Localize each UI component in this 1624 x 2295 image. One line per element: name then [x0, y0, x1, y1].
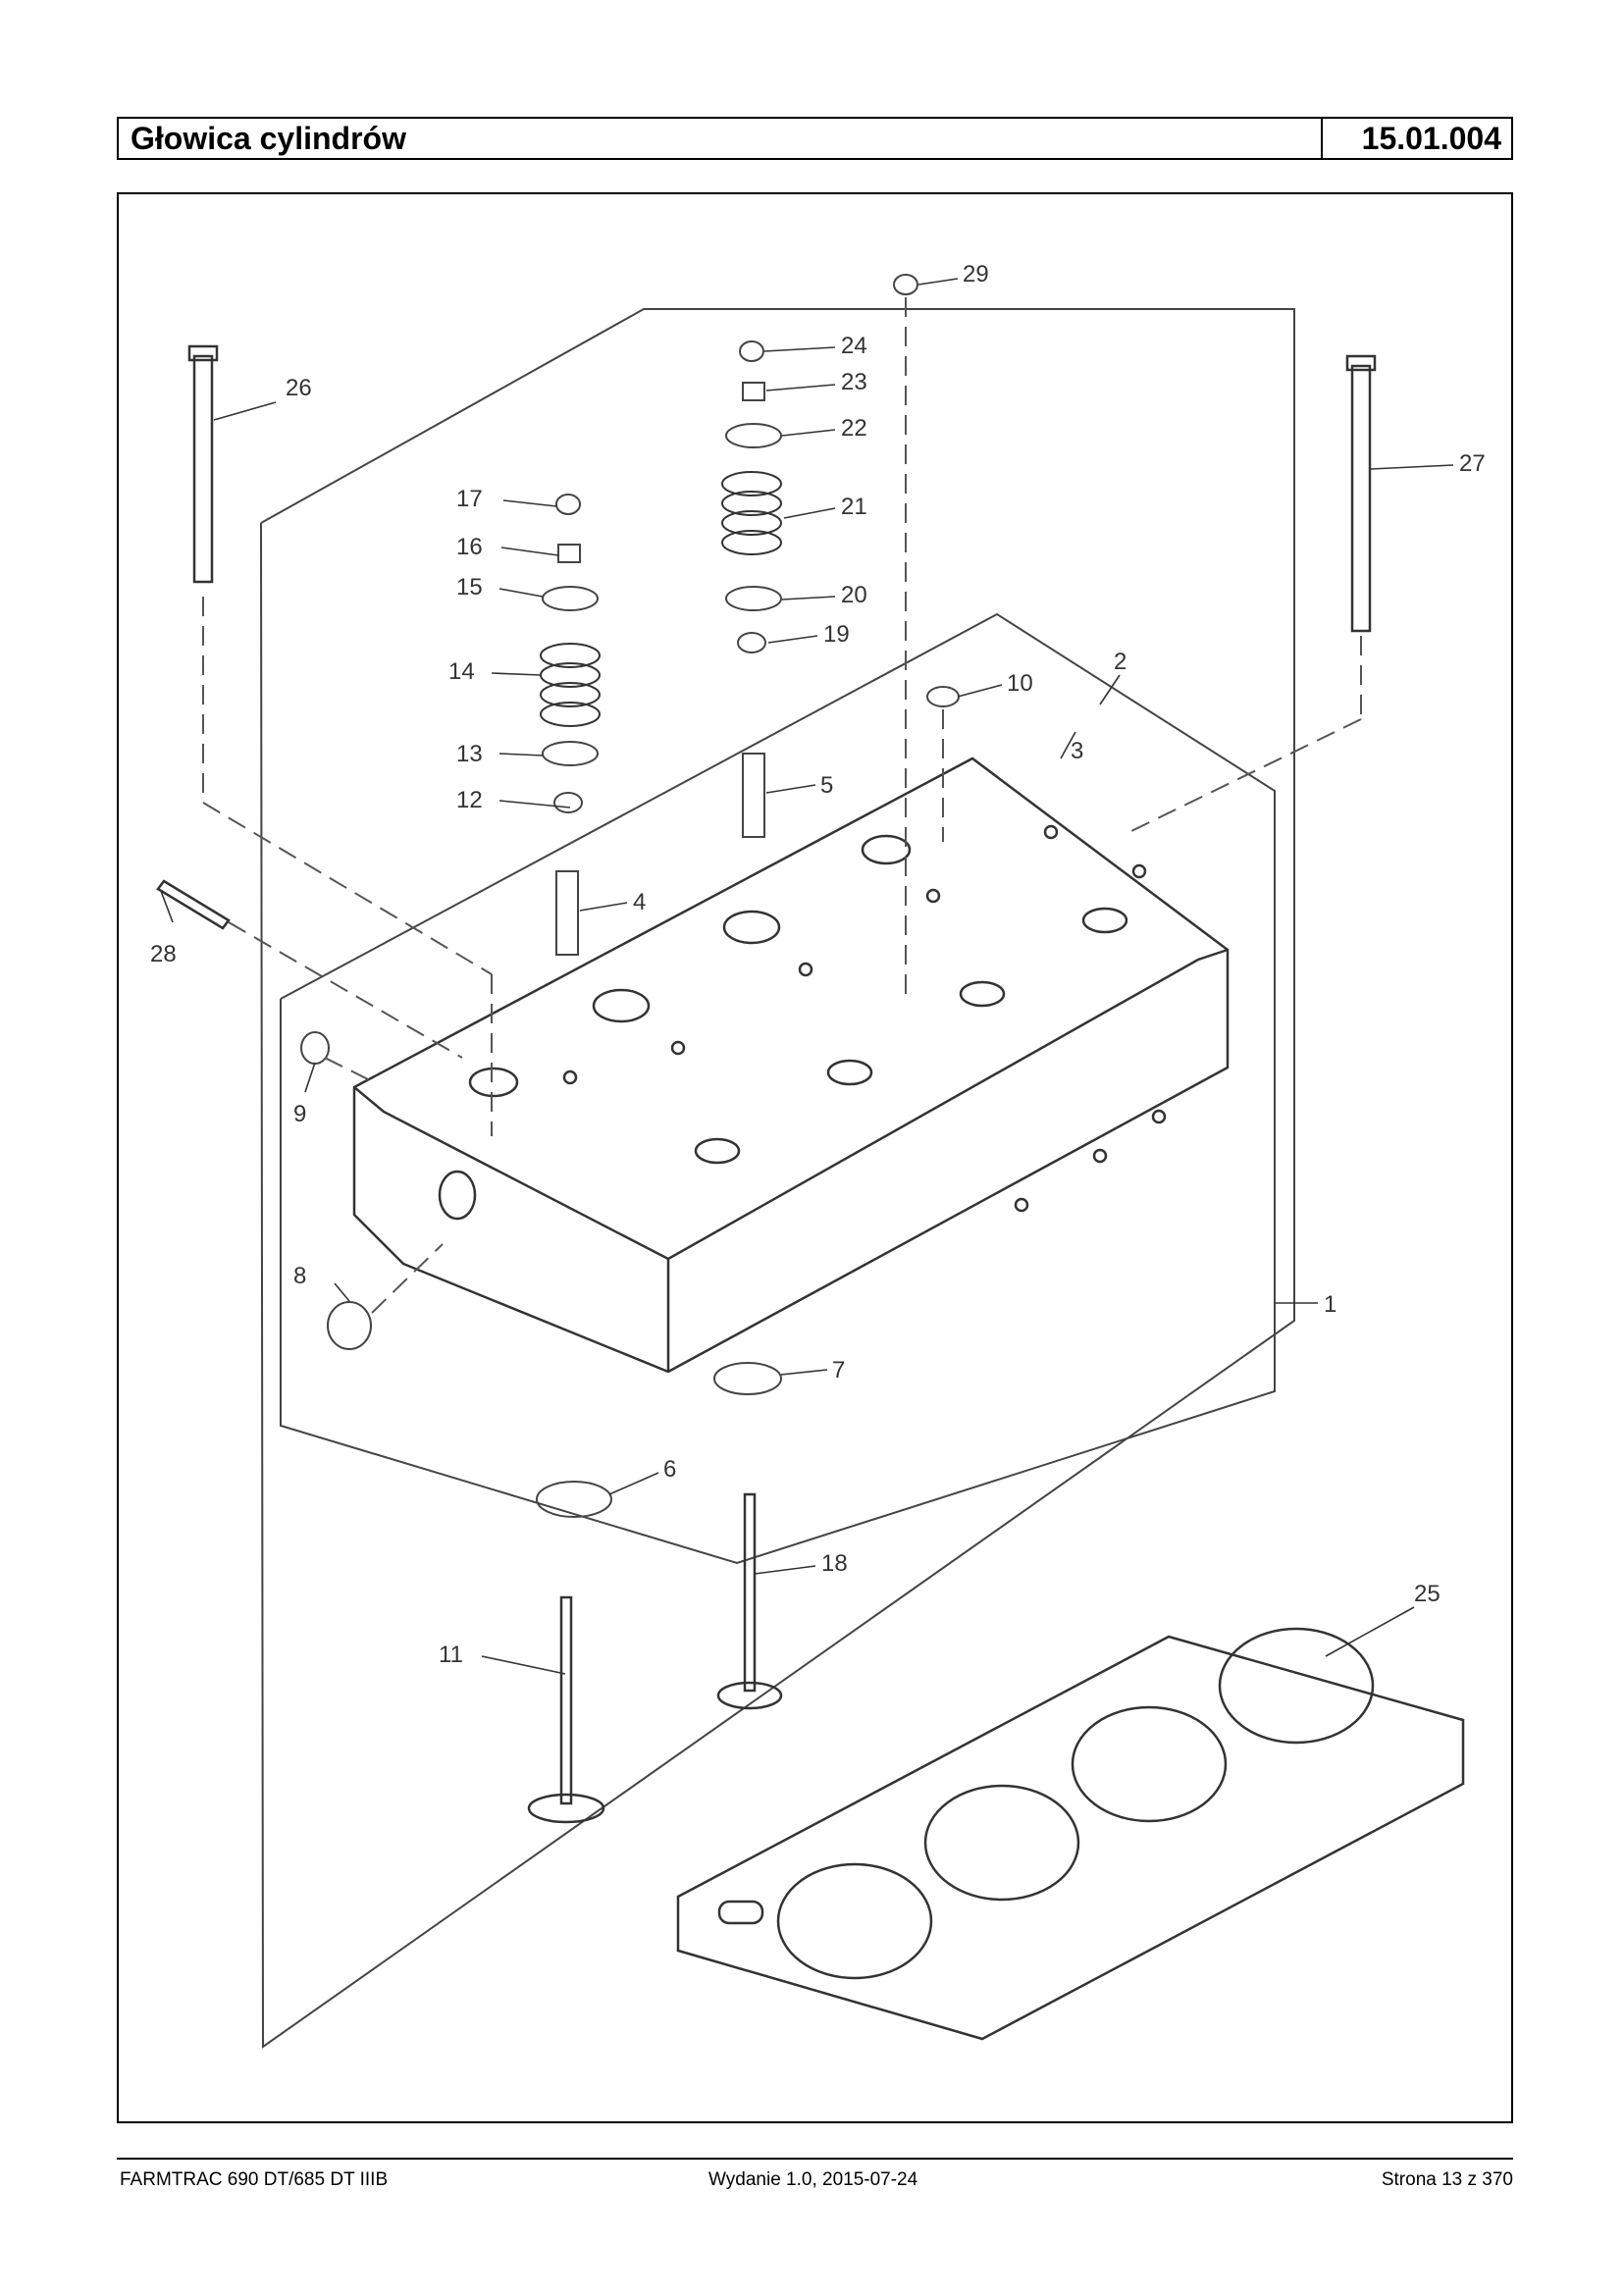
callout-17: 17 — [456, 486, 483, 512]
seat-13 — [542, 741, 599, 766]
head-bolt-27 — [1345, 354, 1377, 633]
retainer-15 — [542, 586, 599, 611]
valve-guide-4 — [555, 870, 579, 956]
callout-10: 10 — [1007, 670, 1033, 697]
footer-edition: Wydanie 1.0, 2015-07-24 — [708, 2169, 918, 2190]
assembly-frame-2 — [280, 612, 1276, 1565]
plug-8 — [327, 1301, 372, 1350]
callout-21: 21 — [841, 494, 867, 520]
keeper-16 — [557, 544, 581, 563]
footer-model: FARMTRAC 690 DT/685 DT IIIB — [120, 2169, 389, 2190]
cap-17 — [555, 494, 581, 515]
seat-20 — [725, 586, 782, 611]
cap-24 — [739, 340, 764, 362]
callout-5: 5 — [820, 772, 833, 799]
exploded-view-diagram: 1 2 3 4 5 6 7 8 9 10 11 12 13 14 15 16 1… — [150, 261, 1486, 2049]
callout-8: 8 — [293, 1263, 306, 1289]
valve-guide-5 — [742, 753, 765, 838]
plug-9 — [300, 1031, 330, 1065]
valve-spring-14 — [540, 643, 601, 727]
footer-page-number: Strona 13 z 370 — [1381, 2169, 1513, 2190]
cap-29 — [893, 274, 918, 295]
cylinder-head — [352, 756, 1230, 1374]
callout-28: 28 — [150, 941, 177, 967]
seal-12 — [553, 792, 583, 813]
callout-25: 25 — [1414, 1581, 1441, 1607]
diagram-frame: 1 2 3 4 5 6 7 8 9 10 11 12 13 14 15 16 1… — [117, 192, 1513, 2123]
callout-29: 29 — [963, 261, 989, 287]
page-title: Głowica cylindrów — [119, 119, 1323, 158]
callout-7: 7 — [832, 1357, 845, 1383]
callout-26: 26 — [286, 375, 312, 401]
callout-23: 23 — [841, 369, 867, 395]
callout-16: 16 — [456, 534, 483, 560]
callout-4: 4 — [633, 889, 646, 915]
callout-6: 6 — [663, 1456, 676, 1483]
callout-18: 18 — [821, 1550, 848, 1577]
callout-22: 22 — [841, 415, 867, 442]
valve-spring-21 — [721, 471, 782, 555]
page-header: Głowica cylindrów 15.01.004 — [117, 117, 1513, 160]
sleeve-10 — [926, 686, 960, 707]
callout-20: 20 — [841, 582, 867, 608]
callout-19: 19 — [823, 621, 850, 648]
callout-24: 24 — [841, 333, 867, 359]
valve-18 — [716, 1492, 783, 1710]
insert-6 — [536, 1481, 612, 1518]
callout-3: 3 — [1071, 738, 1083, 764]
callout-13: 13 — [456, 741, 483, 767]
callout-27: 27 — [1459, 450, 1486, 477]
callout-15: 15 — [456, 574, 483, 600]
callout-11: 11 — [439, 1642, 463, 1668]
keeper-23 — [742, 382, 765, 401]
valve-11 — [527, 1595, 605, 1824]
head-bolt-26 — [187, 344, 219, 584]
footer-divider — [117, 2158, 1513, 2160]
head-gasket — [676, 1627, 1465, 2041]
callout-12: 12 — [456, 787, 483, 813]
callout-14: 14 — [448, 658, 475, 685]
assembly-frame-1 — [260, 308, 1295, 2049]
callout-9: 9 — [293, 1101, 306, 1127]
seal-19 — [737, 632, 766, 653]
callout-2: 2 — [1114, 649, 1126, 675]
stud-28 — [156, 879, 231, 930]
retainer-22 — [725, 423, 782, 448]
insert-7 — [713, 1362, 782, 1395]
part-group-code: 15.01.004 — [1361, 121, 1501, 156]
callout-1: 1 — [1324, 1291, 1336, 1318]
